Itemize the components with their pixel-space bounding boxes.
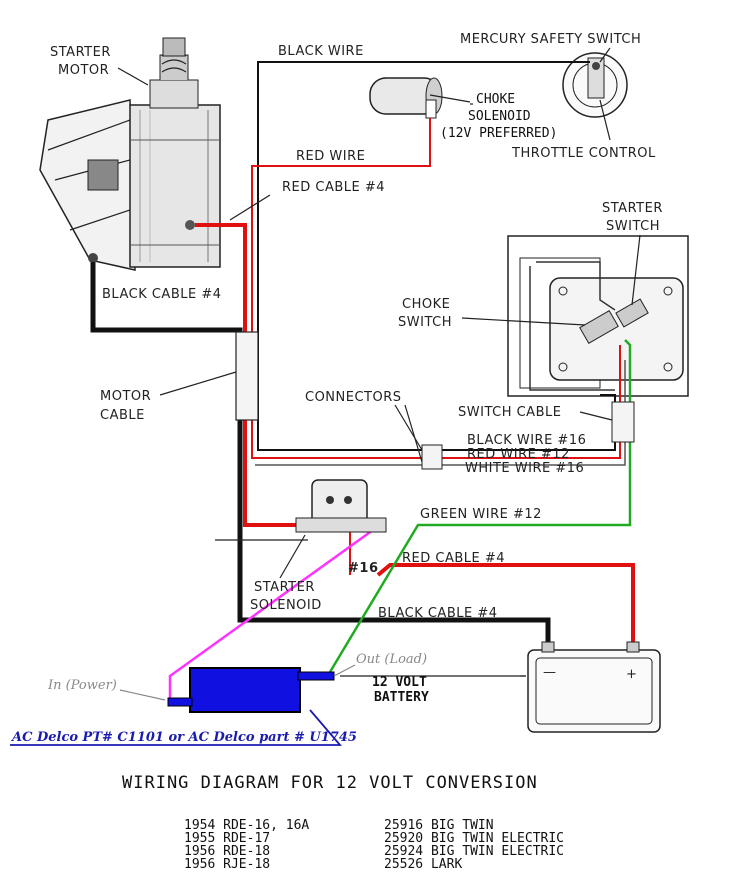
model-year-3: 1956 RDE-18 [184,844,270,859]
starter-motor-label-2: MOTOR [58,63,109,78]
magenta-wires [168,523,381,700]
starter-switch-label-2: SWITCH [606,219,660,234]
green-wires [328,339,632,673]
motor-cable-label-1: MOTOR [100,389,151,404]
throttle-control-label: THROTTLE CONTROL [511,146,656,161]
models-table: 1954 RDE-16, 16A 1955 RDE-17 1956 RDE-18… [184,818,564,872]
mercury-safety-switch-drawing [562,52,628,118]
black-wire-16-label: BLACK WIRE #16 [467,433,586,448]
connectors [235,331,635,470]
out-load-label: Out (Load) [356,652,427,667]
num-16-label: #16 [348,561,378,576]
in-power-label: In (Power) [47,678,117,693]
battery-plus-label: + [626,667,637,682]
black-wires [90,61,626,650]
black-cable-4-bottom-label: BLACK CABLE #4 [378,606,498,621]
choke-solenoid-label-2: SOLENOID [468,109,531,124]
leader-lines [10,47,641,746]
battery-drawing [527,641,661,733]
starter-switch-panel [507,235,689,397]
starter-solenoid-label-2: SOLENOID [250,598,322,613]
model-code-4: 25526 LARK [384,857,462,872]
starter-switch-label-1: STARTER [602,201,663,216]
red-cable-4-top-label: RED CABLE #4 [282,180,385,195]
choke-switch-label-2: SWITCH [398,315,452,330]
battery-label-2: BATTERY [374,690,429,705]
red-cable-4-right-label: RED CABLE #4 [402,551,505,566]
mercury-safety-switch-label: MERCURY SAFETY SWITCH [460,32,641,47]
motor-cable-label-2: CABLE [100,408,145,423]
choke-solenoid-label-1: CHOKE [476,92,515,107]
battery-minus-label: — [543,665,557,680]
starter-motor-label-1: STARTER [50,45,111,60]
starter-solenoid-label-1: STARTER [254,580,315,595]
battery-label-1: 12 VOLT [372,675,427,690]
choke-solenoid-label-3: (12V PREFERRED) [440,126,557,141]
model-code-1: 25916 BIG TWIN [384,818,494,833]
switch-cable-label: SWITCH CABLE [458,405,561,420]
model-year-1: 1954 RDE-16, 16A [184,818,309,833]
model-code-2: 25920 BIG TWIN ELECTRIC [384,831,564,846]
red-wire-top-label: RED WIRE [296,149,365,164]
model-year-2: 1955 RDE-17 [184,831,270,846]
model-year-4: 1956 RJE-18 [184,857,270,872]
connectors-label: CONNECTORS [305,390,402,405]
ac-delco-relay [167,667,335,713]
red-wire-12-label: RED WIRE #12 [467,447,570,462]
white-wire-16-label: WHITE WIRE #16 [465,461,584,476]
black-wire-top-label: BLACK WIRE [278,44,364,59]
red-wires [195,118,635,650]
starter-motor-drawing [39,37,221,271]
green-wire-12-label: GREEN WIRE #12 [420,507,542,522]
choke-switch-label-1: CHOKE [402,297,450,312]
ac-delco-part-label: AC Delco PT# C1101 or AC Delco part # U1… [10,730,357,745]
choke-solenoid-drawing [369,77,443,119]
starter-solenoid-drawing [295,479,387,533]
black-cable-4-left-label: BLACK CABLE #4 [102,287,222,302]
model-code-3: 25924 BIG TWIN ELECTRIC [384,844,564,859]
diagram-title: WIRING DIAGRAM FOR 12 VOLT CONVERSION [122,773,538,793]
